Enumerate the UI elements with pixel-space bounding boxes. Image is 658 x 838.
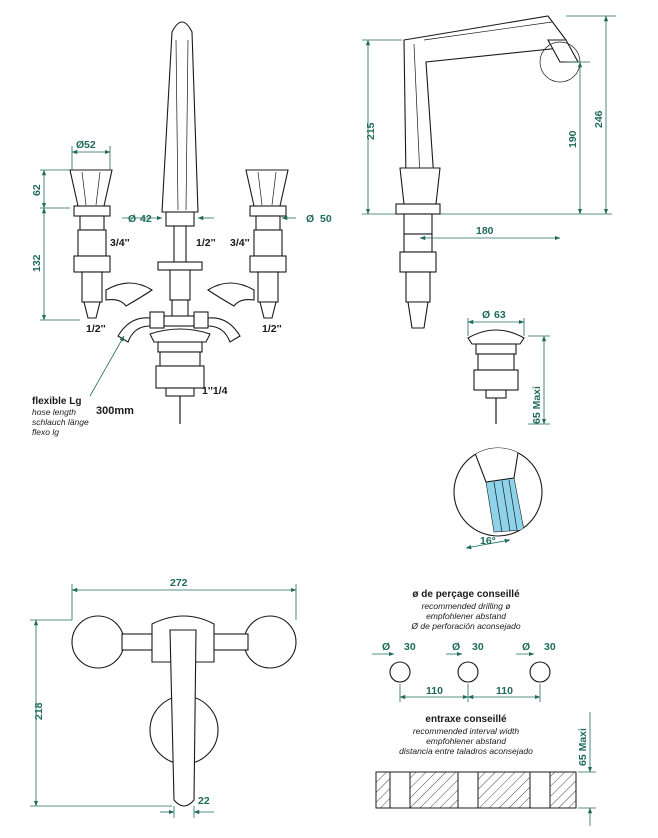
dia-symbol: Ø — [306, 213, 314, 225]
spacing-1: 110 — [426, 685, 443, 697]
dim-drain-depth: 65 Maxi — [531, 386, 543, 424]
interval-line-2: empfohlener abstand — [426, 736, 506, 746]
hose-note-line-2: schlauch länge — [32, 417, 89, 427]
dim-outlet-height: 190 — [567, 130, 579, 148]
dia-symbol: Ø — [522, 641, 530, 653]
drilling-title: ø de perçage conseillé — [412, 589, 520, 600]
hose-note-title: flexible Lg — [32, 396, 81, 407]
dim-spout-reach: 180 — [476, 225, 494, 237]
hole-dia-3: 30 — [544, 641, 556, 653]
dim-right-dia: 50 — [320, 213, 332, 225]
thread-right: 3/4'' — [230, 237, 250, 249]
hose-right: 1/2'' — [262, 323, 282, 335]
dim-overall-height: 246 — [593, 110, 605, 128]
dia-symbol: Ø — [452, 641, 460, 653]
top-view: 272 218 22 — [30, 577, 297, 818]
thread-mid: 1/2'' — [196, 237, 216, 249]
dia-symbol: Ø — [482, 309, 490, 321]
dia-symbol: Ø — [76, 139, 84, 151]
interval-line-1: recommended interval width — [413, 726, 520, 736]
drill-hole-1 — [389, 661, 411, 683]
dim-handle-dia: 52 — [84, 139, 96, 151]
drill-hole-2 — [457, 661, 479, 683]
hole-dia-1: 30 — [404, 641, 416, 653]
hose-note-line-1: hose length — [32, 407, 76, 417]
drain-view: Ø 63 65 Maxi — [467, 309, 550, 425]
dim-handle-height: 62 — [31, 184, 43, 196]
left-knob — [71, 615, 125, 669]
spout — [157, 21, 203, 321]
dim-offset: 22 — [198, 795, 210, 807]
front-dimensions: 52 Ø 62 132 Ø 42 Ø 50 3/4'' 1/2'' 3/4'' … — [31, 139, 332, 397]
spacing-2: 110 — [496, 685, 513, 697]
dim-depth: 218 — [33, 702, 45, 720]
thread-left: 3/4'' — [110, 237, 130, 249]
drill-hole-3 — [529, 661, 551, 683]
dia-symbol: Ø — [128, 213, 136, 225]
dia-symbol: Ø — [382, 641, 390, 653]
drilling-line-3: Ø de perforación aconsejado — [410, 621, 520, 631]
right-knob — [243, 615, 297, 669]
hose-note: flexible Lg hose length schlauch länge f… — [32, 335, 134, 437]
dim-body-height: 132 — [31, 254, 43, 272]
detail-angle: 16° — [480, 535, 496, 547]
hose-left: 1/2'' — [86, 323, 106, 335]
right-handle — [245, 169, 289, 319]
drilling-line-1: recommended drilling ø — [422, 601, 511, 611]
drilling-line-2: empfohlener abstand — [426, 611, 506, 621]
outlet-detail: 16° — [453, 447, 543, 550]
hole-dia-2: 30 — [472, 641, 484, 653]
dim-spout-dia: 42 — [140, 213, 152, 225]
hose-length: 300mm — [96, 405, 134, 417]
hose-note-line-3: flexo lg — [32, 427, 59, 437]
interval-line-3: distancia entre taladros aconsejado — [399, 746, 533, 756]
dim-drain-dia: 63 — [494, 309, 506, 321]
interval-max-depth: 65 Maxi — [577, 728, 589, 766]
front-view: 52 Ø 62 132 Ø 42 Ø 50 3/4'' 1/2'' 3/4'' … — [31, 21, 332, 437]
dim-width: 272 — [170, 577, 188, 589]
drilling-section: ø de perçage conseillé recommended drill… — [372, 589, 556, 702]
interval-title: entraxe conseillé — [425, 714, 507, 725]
drain-assembly — [149, 328, 211, 424]
dim-height-total: 215 — [365, 122, 377, 140]
hoses — [105, 282, 255, 343]
left-handle — [69, 169, 113, 319]
side-view: 215 180 190 246 — [362, 15, 616, 329]
drain-thread: 1''1/4 — [202, 385, 228, 397]
interval-section: entraxe conseillé recommended interval w… — [375, 712, 596, 826]
